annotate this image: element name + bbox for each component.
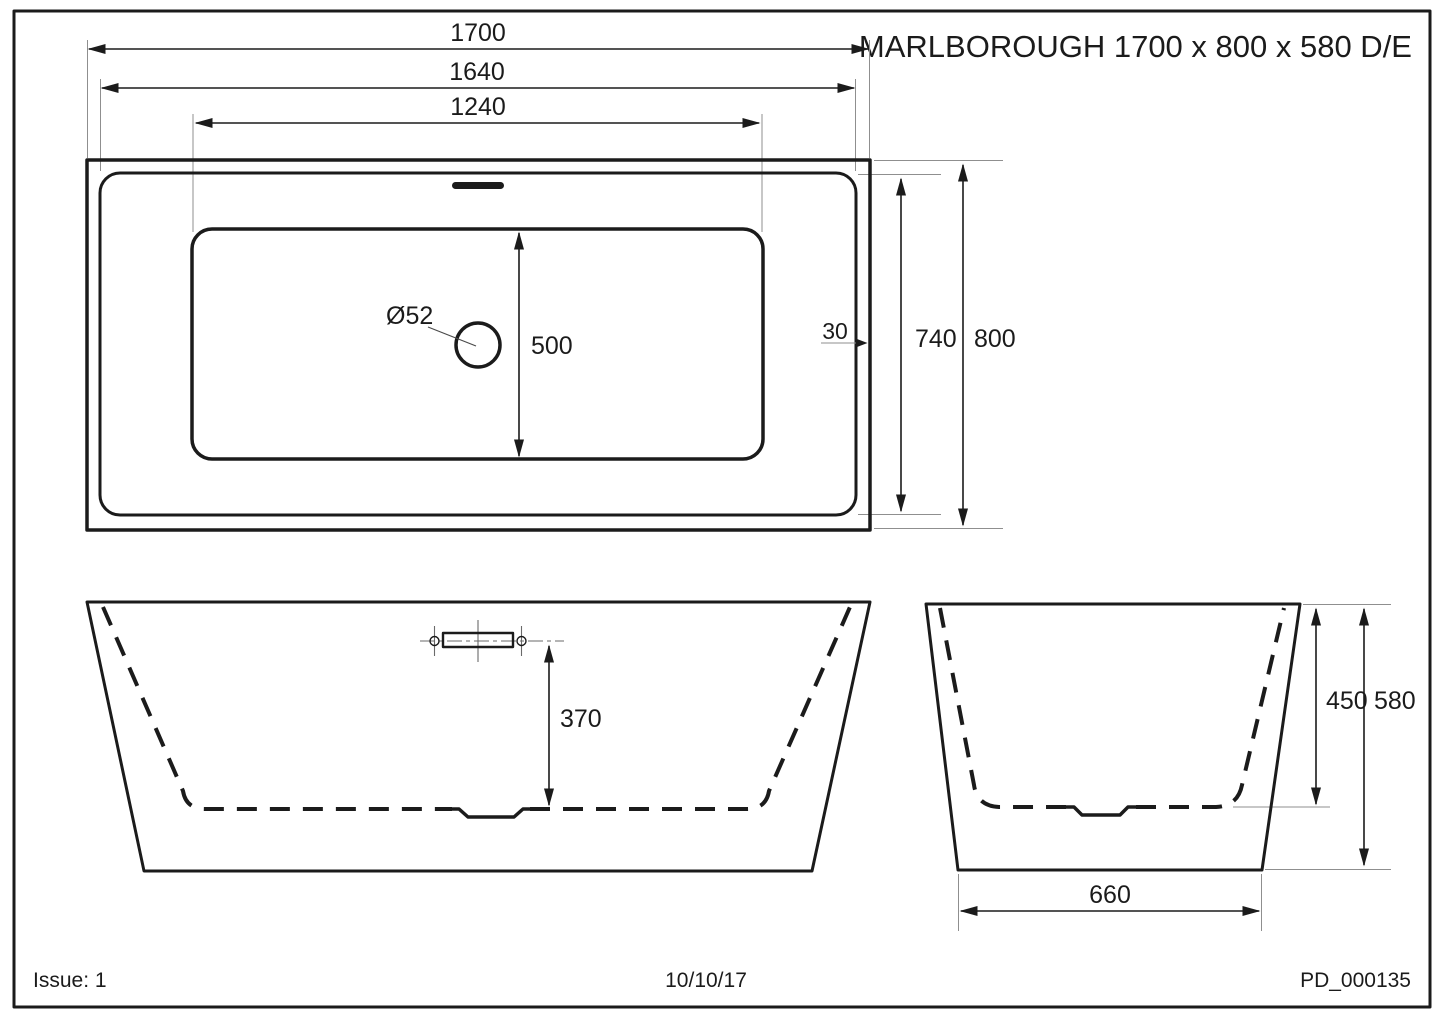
dim-label-1640: 1640	[449, 58, 505, 86]
plan-view: 1700 1640 1240 Ø52 500 30 740 800	[85, 19, 1016, 532]
sheet-border	[12, 9, 1432, 1009]
drain-hole	[454, 321, 502, 369]
dim-label-30: 30	[822, 318, 848, 344]
inner-profile-dashed	[530, 606, 852, 811]
drain-leader-line	[427, 326, 477, 347]
dim-label-drain-diameter: Ø52	[386, 302, 433, 330]
dim-label-1700: 1700	[450, 19, 506, 47]
dim-label-370: 370	[560, 705, 602, 733]
dim-label-500: 500	[531, 332, 573, 360]
drawing-date: 10/10/17	[665, 969, 747, 992]
issue-number: Issue: 1	[33, 969, 107, 992]
tub-rim-line	[98, 171, 858, 517]
title-block-footer: Issue: 1 10/10/17 PD_000135	[33, 969, 1411, 992]
dim-label-580: 580	[1374, 687, 1416, 715]
dim-label-660: 660	[1089, 881, 1131, 909]
side-elevation-view: 370	[85, 600, 872, 873]
dim-label-800: 800	[974, 325, 1016, 353]
end-elevation-view: 450 580 660	[924, 602, 1416, 931]
tub-side-outline	[85, 600, 872, 873]
document-number: PD_000135	[1300, 969, 1411, 992]
tub-end-outline	[924, 602, 1302, 872]
inner-profile-dashed	[101, 606, 452, 811]
tub-outer-edge	[85, 158, 872, 532]
tub-basin-line	[190, 227, 765, 461]
overflow-fixing-point	[516, 635, 527, 647]
dim-arrow-30	[856, 338, 868, 348]
overflow-fitting	[441, 631, 515, 649]
drain-recess	[1066, 805, 1136, 817]
drawing-title: MARLBOROUGH 1700 x 800 x 580 D/E	[859, 29, 1412, 64]
dim-label-450: 450	[1326, 687, 1368, 715]
inner-profile-dashed	[1136, 607, 1286, 809]
dim-label-740: 740	[915, 325, 957, 353]
drain-recess	[452, 807, 530, 819]
inner-profile-dashed	[938, 607, 1066, 809]
overflow-slot	[452, 182, 504, 189]
dim-label-1240: 1240	[450, 93, 506, 121]
overflow-fixing-point	[429, 635, 440, 647]
